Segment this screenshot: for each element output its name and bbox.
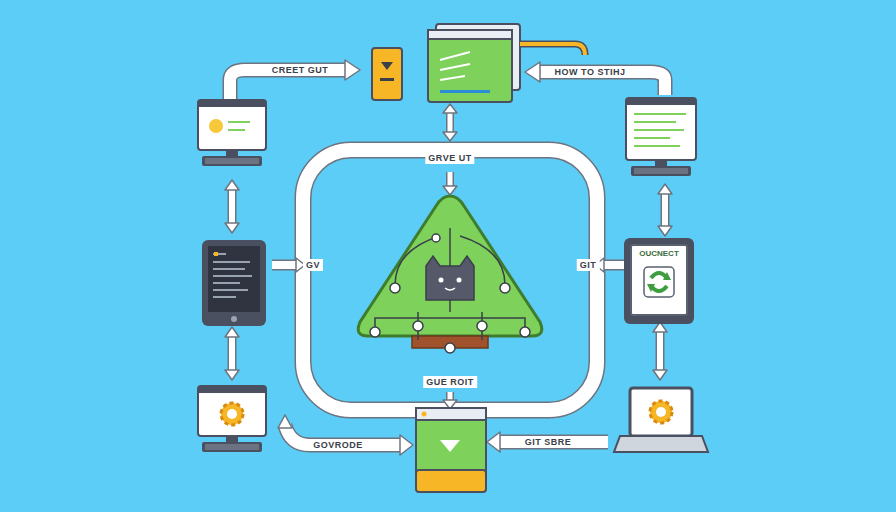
screen-card: OUCNECT — [630, 244, 688, 316]
screen-text: OUCNECT — [632, 246, 686, 258]
arrow-label: HOW TO STIHJ — [552, 66, 629, 78]
arrow-label: CREET GUT — [269, 64, 332, 76]
sync-icon — [641, 264, 677, 300]
arrow-label: GIT — [577, 259, 600, 271]
arrow-label: GRVE UT — [425, 152, 474, 164]
arrow-label: GOVRODE — [310, 439, 366, 451]
arrow-label: GIT SBRE — [522, 436, 575, 448]
arrow-label: GUE ROIT — [423, 376, 477, 388]
arrow-label: GV — [303, 259, 323, 271]
